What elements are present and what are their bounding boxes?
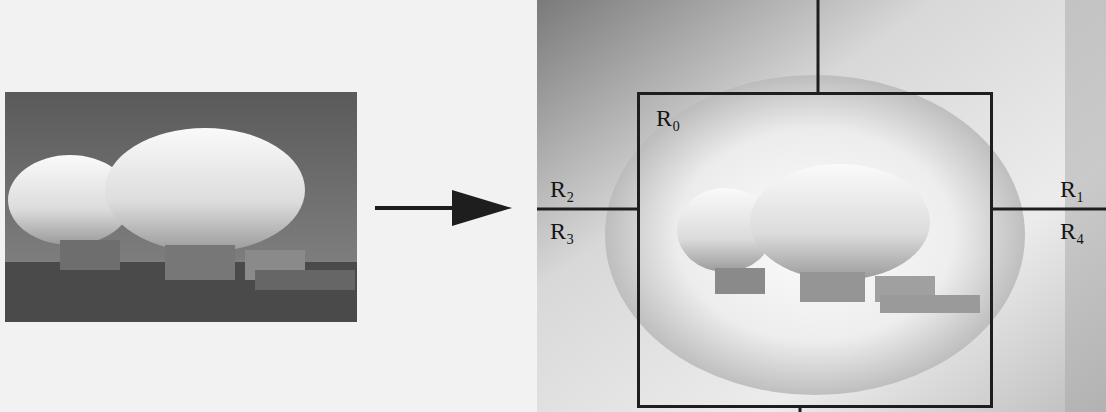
region-label: R₁ [1060,176,1084,202]
split-line [537,0,1106,412]
region-label: R₄ [1060,218,1084,244]
transform-arrow [375,190,512,226]
region-box: R₀ [637,92,993,408]
source-photo [5,92,357,322]
region-label: R₀ [656,105,974,131]
region-image [537,0,1106,412]
region-label: R₃ [550,218,574,244]
region-label: R₂ [550,176,574,202]
